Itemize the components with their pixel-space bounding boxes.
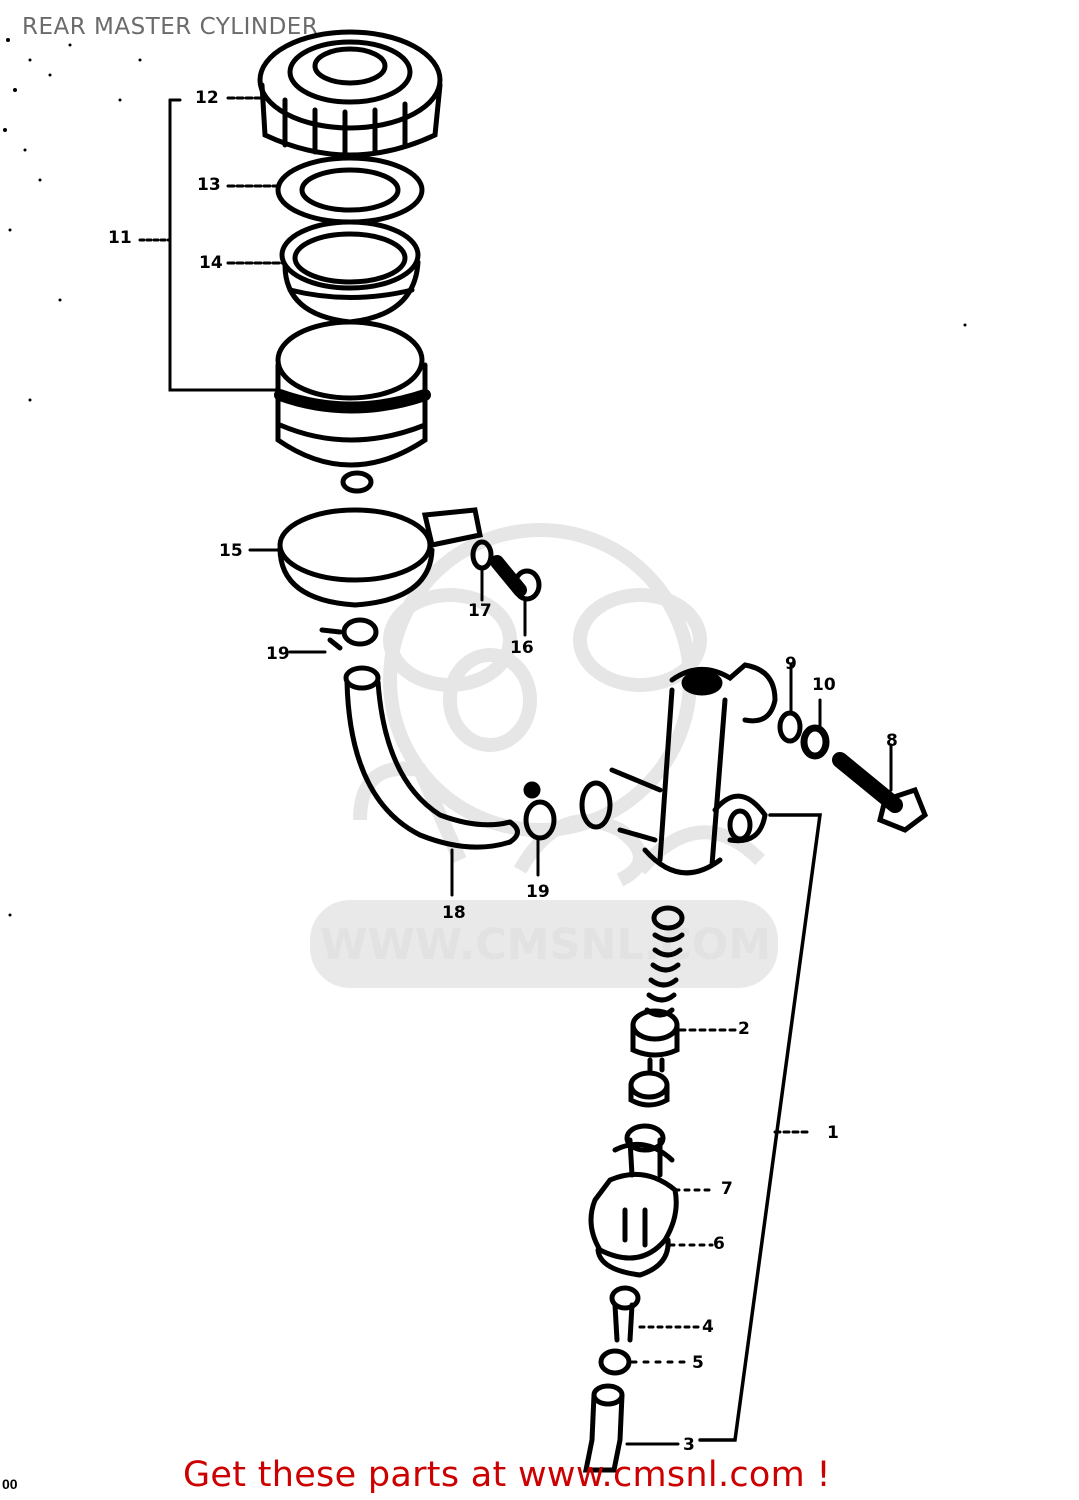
part-label-1: 1 bbox=[827, 1123, 839, 1143]
part-label-6: 6 bbox=[713, 1234, 725, 1254]
part-label-2: 2 bbox=[738, 1019, 750, 1039]
part-label-14: 14 bbox=[199, 253, 223, 273]
part-label-12: 12 bbox=[195, 88, 219, 108]
get-parts-link[interactable]: Get these parts at www.cmsnl.com ! bbox=[183, 1455, 831, 1495]
part-label-10: 10 bbox=[812, 675, 836, 695]
part-label-17: 17 bbox=[468, 601, 492, 621]
part-label-16: 16 bbox=[510, 638, 534, 658]
part-label-7: 7 bbox=[721, 1179, 733, 1199]
part-label-15: 15 bbox=[219, 541, 243, 561]
part-label-3: 3 bbox=[683, 1435, 695, 1455]
part-label-13: 13 bbox=[197, 175, 221, 195]
diagram-title: REAR MASTER CYLINDER bbox=[22, 14, 319, 40]
part-label-19-upper: 19 bbox=[266, 644, 290, 664]
part-label-5: 5 bbox=[692, 1353, 704, 1373]
part-label-18: 18 bbox=[442, 903, 466, 923]
part-label-8: 8 bbox=[886, 731, 898, 751]
part-label-4: 4 bbox=[702, 1317, 714, 1337]
part-label-11: 11 bbox=[108, 228, 132, 248]
corner-mark: 00 bbox=[2, 1476, 18, 1492]
watermark-text: WWW.CMSNL.COM bbox=[320, 920, 772, 970]
part-label-9: 9 bbox=[785, 654, 797, 674]
part-label-19-lower: 19 bbox=[526, 882, 550, 902]
